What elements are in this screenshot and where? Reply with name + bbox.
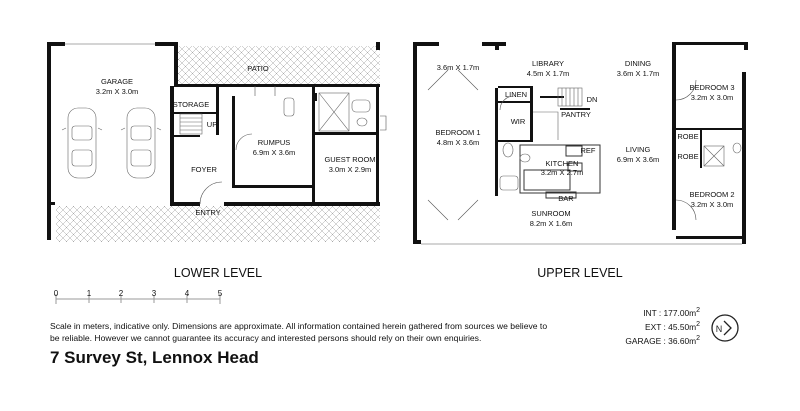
linen-label: LINEN [505, 90, 527, 99]
dn-label: DN [587, 95, 598, 104]
upper-doors [421, 69, 742, 245]
garage-label: GARAGE [101, 77, 133, 86]
internal-area-value: 177.00m [663, 307, 697, 318]
lower-stairs [179, 113, 203, 135]
compass-letter: N [716, 324, 723, 334]
property-address: 7 Survey St, Lennox Head [50, 348, 259, 367]
patio-label: PATIO [247, 64, 269, 73]
ref-label: REF [581, 146, 596, 155]
living-dimensions: 6.9m X 3.6m [617, 155, 660, 164]
dining-dimensions: 3.6m X 1.7m [617, 69, 660, 78]
disclaimer-text: Scale in meters, indicative only. Dimens… [50, 321, 548, 343]
garage-area-label: GARAGE : [625, 335, 666, 346]
living-label: LIVING [626, 145, 651, 154]
internal-area-label: INT : [643, 307, 662, 318]
scale-tick-0: 0 [54, 289, 59, 298]
guest-room-dimensions: 3.0m X 2.9m [329, 165, 372, 174]
area-summary: INT : 177.00m2 EXT : 45.50m2 GARAGE : 36… [600, 305, 700, 346]
scale-bar: 0 1 2 3 4 5 [54, 289, 223, 304]
bedroom-1-dimensions: 4.8m X 3.6m [437, 138, 480, 147]
entry-label: ENTRY [195, 208, 220, 217]
storage-label: STORAGE [173, 100, 210, 109]
scale-tick-4: 4 [185, 289, 190, 298]
foyer-label: FOYER [191, 165, 217, 174]
scale-tick-1: 1 [87, 289, 92, 298]
robe-label-lower: ROBE [677, 152, 698, 161]
external-area-label: EXT : [645, 321, 666, 332]
dining-label: DINING [625, 59, 651, 68]
sunroom-dimensions: 8.2m X 1.6m [530, 219, 573, 228]
upper-bathroom-fixtures [499, 142, 742, 191]
unit-superscript: 2 [696, 334, 700, 342]
north-arrow-icon: N [711, 314, 739, 342]
kitchen-fixtures [519, 144, 601, 199]
scale-tick-3: 3 [152, 289, 157, 298]
unit-superscript: 2 [696, 307, 700, 314]
up-label: UP [207, 120, 217, 129]
entry-deck [56, 206, 380, 242]
room-dimensions-top-left: 3.6m X 1.7m [437, 63, 480, 72]
garage-dimensions: 3.2m X 3.0m [96, 87, 139, 96]
bedroom-2-label: BEDROOM 2 [689, 190, 734, 199]
kitchen-label: KITCHEN [546, 159, 579, 168]
unit-superscript: 2 [696, 320, 700, 328]
upper-level-title: UPPER LEVEL [537, 266, 623, 280]
car-left-icon [61, 107, 103, 179]
rumpus-label: RUMPUS [258, 138, 291, 147]
scale-tick-5: 5 [218, 289, 223, 298]
upper-level-plan: 3.6m X 1.7m LIBRARY 4.5m X 1.7m DINING 3… [413, 42, 748, 280]
kitchen-dimensions: 3.2m X 2.7m [541, 168, 584, 177]
bar-label: BAR [558, 194, 574, 203]
bedroom-2-dimensions: 3.2m X 3.0m [691, 200, 734, 209]
external-area: EXT : 45.50m2 [600, 319, 700, 333]
bedroom-3-label: BEDROOM 3 [689, 83, 734, 92]
lower-level-title: LOWER LEVEL [174, 266, 262, 280]
bedroom-1-label: BEDROOM 1 [435, 128, 480, 137]
scale-tick-2: 2 [119, 289, 124, 298]
wir-label: WIR [511, 117, 526, 126]
rumpus-dimensions: 6.9m X 3.6m [253, 148, 296, 157]
upper-stairs [533, 87, 583, 140]
guest-room-label: GUEST ROOM [324, 155, 375, 164]
internal-area: INT : 177.00m2 [600, 305, 700, 319]
external-area-value: 45.50m [668, 321, 697, 332]
lower-bathroom-fixtures [283, 92, 371, 132]
garage-area: GARAGE : 36.60m2 [600, 333, 700, 347]
lower-doors [65, 43, 387, 205]
library-dimensions: 4.5m X 1.7m [527, 69, 570, 78]
bedroom-3-dimensions: 3.2m X 3.0m [691, 93, 734, 102]
robe-label-upper: ROBE [677, 132, 698, 141]
sunroom-label: SUNROOM [531, 209, 570, 218]
pantry-label: PANTRY [561, 110, 591, 119]
garage-area-value: 36.60m [668, 335, 697, 346]
patio-deck [178, 46, 380, 86]
lower-level-plan: GARAGE 3.2m X 3.0m PATIO STORAGE UP RUMP… [47, 42, 387, 280]
library-label: LIBRARY [532, 59, 564, 68]
car-right-icon [120, 107, 162, 179]
